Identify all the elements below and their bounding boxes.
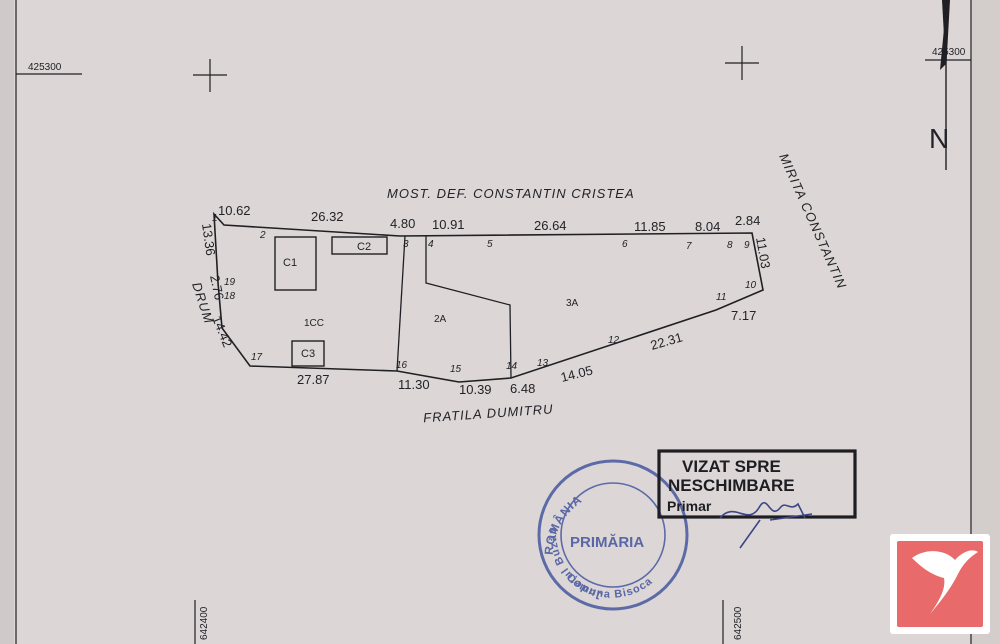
distance-label: 11.30: [398, 377, 430, 392]
distance-label: 26.32: [311, 209, 344, 224]
point-number: 2: [259, 230, 266, 241]
point-number: 13: [537, 358, 549, 369]
point-number: 1: [212, 213, 218, 224]
building-label-c2: C2: [357, 241, 371, 253]
rect-stamp: VIZAT SPRE NESCHIMBARE Primar: [657, 449, 857, 519]
stamp-inner-ring: [560, 482, 666, 588]
distance-label: 10.91: [432, 217, 465, 232]
brand-logo-icon: [890, 534, 990, 634]
point-number: 9: [744, 240, 750, 251]
neighbor-north: MOST. DEF. CONSTANTIN CRISTEA: [387, 186, 635, 201]
grid-cross-marks: [193, 46, 759, 92]
building-label-c1: C1: [283, 257, 297, 269]
point-number: 11: [716, 292, 726, 303]
stamp-center-text: PRIMĂRIA: [570, 534, 644, 551]
distance-label: 4.80: [390, 216, 415, 231]
distance-label: 26.64: [534, 218, 567, 233]
parcel-label-3a: 3A: [566, 298, 579, 309]
distance-label: 27.87: [297, 372, 330, 387]
distance-label: 2.84: [735, 213, 760, 228]
point-number: 6: [622, 239, 628, 250]
distance-label: 11.85: [634, 219, 666, 234]
parcel-divisions: [396, 235, 512, 379]
point-number: 10: [745, 280, 757, 291]
grid-label-bottom-right: 642500: [733, 606, 744, 640]
building-c1: [274, 236, 317, 291]
distances-bottom: 22.31 14.05 6.48 10.39 11.30 27.87: [297, 329, 684, 397]
point-number: 8: [727, 240, 733, 251]
point-number: 19: [224, 277, 236, 288]
building-c3: [291, 340, 325, 367]
point-number: 17: [251, 352, 263, 363]
north-arrow-icon: [940, 0, 950, 170]
parcel-label-2a: 2A: [434, 314, 447, 325]
rect-stamp-line1: VIZAT SPRE: [682, 457, 781, 476]
point-number: 15: [450, 364, 462, 375]
point-number: 16: [396, 360, 408, 371]
rect-stamp-frame: [657, 449, 857, 519]
point-number: 18: [224, 291, 236, 302]
distance-label: 6.48: [510, 381, 535, 396]
point-number: 7: [686, 241, 692, 252]
point-number: 4: [428, 239, 434, 250]
distance-label: 7.17: [731, 308, 756, 323]
parcel-label-1cc: 1CC: [304, 318, 324, 329]
point-number: 3: [403, 239, 409, 250]
point-number: 12: [608, 335, 620, 346]
round-stamp: PRIMĂRIA ROMÂNIA Județul Buzău Comuna Bi…: [537, 459, 689, 611]
signature-icon: [719, 502, 813, 549]
building-c2: [331, 236, 388, 255]
point-number: 5: [487, 239, 493, 250]
distance-label: 2.76: [207, 274, 227, 302]
stamp-outer-ring: [537, 459, 689, 611]
distance-label: 11.03: [753, 236, 773, 270]
distance-label: 10.39: [459, 382, 492, 397]
distances-top: 10.62 26.32 4.80 10.91 26.64 11.85 8.04 …: [218, 203, 760, 234]
grid-label-bottom-left: 642400: [199, 606, 210, 640]
distance-label: 13.36: [199, 222, 218, 256]
distance-label: 10.62: [218, 203, 251, 218]
rect-stamp-line3: Primar: [667, 498, 712, 514]
grid-label-top-left: 425300: [28, 62, 62, 73]
rect-stamp-line2: NESCHIMBARE: [668, 476, 795, 495]
distance-label: 8.04: [695, 219, 720, 234]
building-label-c3: C3: [301, 348, 315, 360]
grid-label-top-right: 425300: [932, 47, 966, 58]
point-numbers: 1 2 3 4 5 6 7 8 9 10 11 12 13 14 15 16 1…: [212, 213, 757, 375]
north-label: N: [929, 123, 949, 154]
sheet-margin-left: [0, 0, 14, 644]
point-number: 14: [506, 361, 518, 372]
